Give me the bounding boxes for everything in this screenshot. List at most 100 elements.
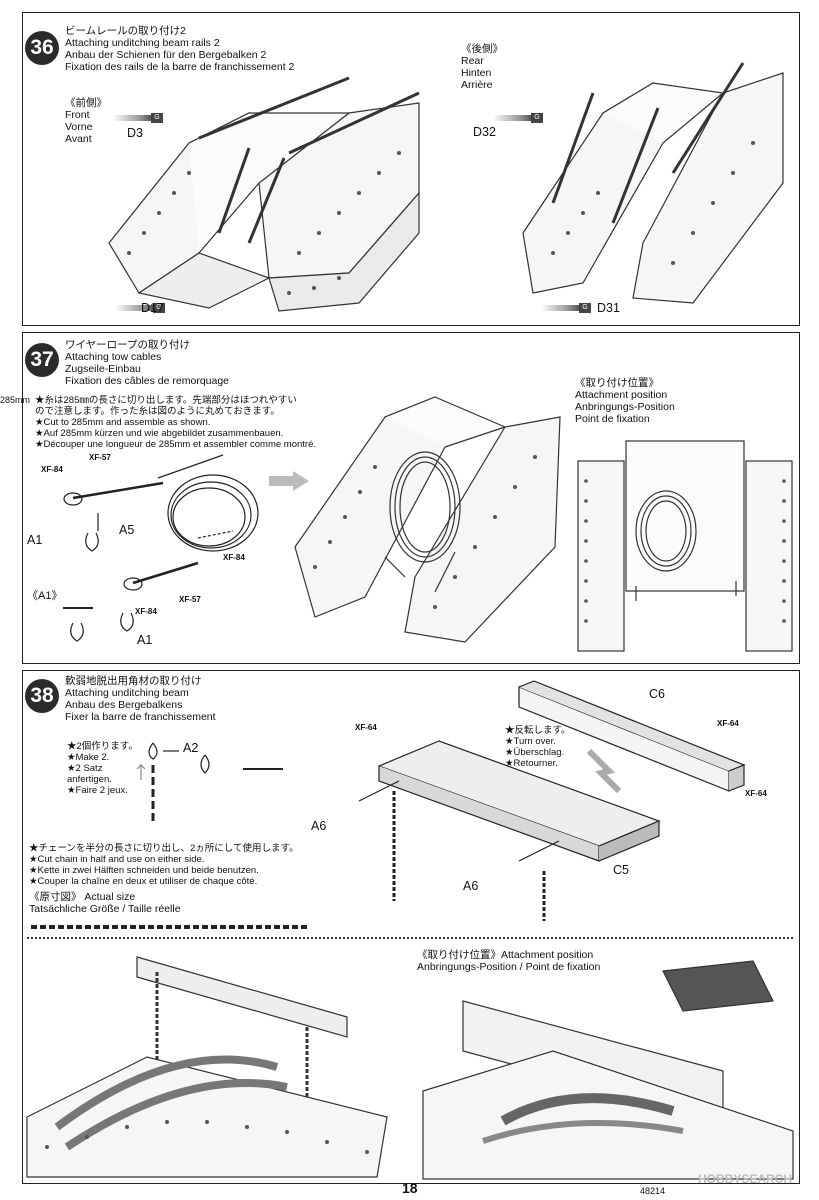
step-number-badge: 36 (25, 31, 59, 65)
part-label-a6-left: A6 (311, 819, 327, 833)
sprue-tag-d32: G (493, 113, 543, 123)
actual-size-label: 《原寸図》 Actual size Tatsächliche Größe / T… (29, 891, 181, 915)
detail-label-a1: 《A1》 (27, 590, 63, 602)
cut-chain-note: ★チェーンを半分の長さに切り出し、2ヵ所にして使用します。 ★Cut chain… (29, 843, 299, 887)
section-divider (27, 937, 793, 939)
step-title: 軟弱地脱出用角材の取り付け Attaching unditching beam … (65, 675, 216, 723)
paint-xf57-top: XF-57 (89, 453, 111, 462)
step-title: ビームレールの取り付け2 Attaching unditching beam r… (65, 25, 294, 73)
turn-en: ★Turn over. (505, 736, 556, 747)
front-label: 《前側》 Front Vorne Avant (65, 97, 107, 145)
attach-position-illustration (577, 440, 793, 652)
part-label-a1-bottom: A1 (137, 633, 153, 647)
paint-xf64-left: XF-64 (355, 723, 377, 732)
paint-xf84-bottom: XF-84 (135, 607, 157, 616)
part-label-a1-top: A1 (27, 533, 43, 547)
front-tank-illustration (108, 76, 420, 312)
tow-cable-subassembly (63, 454, 259, 642)
part-label-a5: A5 (119, 523, 135, 537)
chain-fr: ★Couper la chaîne en deux et utiliser de… (29, 876, 258, 887)
front-de: Vorne (65, 121, 93, 133)
rear-de: Hinten (461, 67, 492, 79)
part-label-d31: D31 (597, 301, 620, 315)
title-en: Attaching unditching beam (65, 687, 189, 699)
rear-fr: Arrière (461, 79, 493, 91)
paint-xf57-bottom: XF-57 (179, 595, 201, 604)
front-jp: 《前側》 (65, 97, 107, 109)
attach-de: Anbringungs-Position (575, 401, 675, 413)
attach-de-fr-38: Anbringungs-Position / Point de fixation (417, 961, 601, 973)
rear-en: Rear (461, 55, 484, 67)
page-number: 18 (402, 1180, 418, 1196)
paint-xf84-mid: XF-84 (223, 553, 245, 562)
step-number-badge: 37 (25, 343, 59, 377)
attach-fr: Point de fixation (575, 413, 650, 425)
title-jp: ワイヤーロープの取り付け (65, 339, 191, 351)
attach-jp: 《取り付け位置》 (575, 377, 659, 389)
step-37-panel: 37 ワイヤーロープの取り付け Attaching tow cables Zug… (22, 332, 800, 664)
attach-position-label: 《取り付け位置》 Attachment position Anbringungs… (575, 377, 675, 425)
chain-en: ★Cut chain in half and use on either sid… (29, 854, 205, 865)
length-marker: 285mm (0, 395, 31, 405)
note-jp-1: ★糸は285㎜の長さに切り出します。先端部分はほつれやすい (35, 395, 297, 406)
actual-en: Actual size (84, 891, 136, 903)
rear-label: 《後側》 Rear Hinten Arrière (461, 43, 503, 91)
tank-beam-mounted-illustration (26, 956, 388, 1178)
front-fr: Avant (65, 133, 92, 145)
title-de: Anbau des Bergebalkens (65, 699, 183, 711)
paint-xf84-top: XF-84 (41, 465, 63, 474)
part-label-a2: A2 (183, 741, 199, 755)
title-fr: Fixer la barre de franchissement (65, 711, 216, 723)
cut-notes: ★糸は285㎜の長さに切り出します。先端部分はほつれやすい ので注意します。作っ… (35, 395, 316, 450)
turn-de: ★Überschlag. (505, 747, 565, 758)
rear-tank-illustration (522, 62, 784, 304)
direction-arrow (269, 471, 309, 491)
sprue-tag-d31: G (541, 303, 591, 313)
beam-assembly-illustration (358, 680, 746, 921)
step-title: ワイヤーロープの取り付け Attaching tow cables Zugsei… (65, 339, 229, 387)
title-jp: ビームレールの取り付け2 (65, 25, 187, 37)
step-38-panel: 38 軟弱地脱出用角材の取り付け Attaching unditching be… (22, 670, 800, 1184)
make2-fr: ★Faire 2 jeux. (67, 785, 128, 796)
attach-jp-38: 《取り付け位置》 (417, 949, 501, 961)
attach-position-label-38: 《取り付け位置》Attachment position Anbringungs-… (417, 949, 600, 973)
make2-jp: ★2個作ります。 (67, 741, 138, 752)
paint-xf64-right-bottom: XF-64 (745, 789, 767, 798)
step-number-badge: 38 (25, 679, 59, 713)
attach-en-38: Attachment position (501, 949, 594, 961)
tank-with-cable-illustration (294, 396, 561, 643)
product-code: 48214 (640, 1186, 666, 1196)
make2-en: ★Make 2. (67, 752, 110, 763)
turn-fr: ★Retourner. (505, 758, 558, 769)
part-label-c6: C6 (649, 687, 665, 701)
part-label-d3: D3 (127, 126, 143, 140)
title-en: Attaching tow cables (65, 351, 162, 363)
part-label-d17: D17 (141, 301, 164, 315)
part-label-c5: C5 (613, 863, 629, 877)
note-fr: ★Découper une longueur de 285mm et assem… (35, 439, 316, 450)
part-label-d32: D32 (473, 125, 496, 139)
actual-size-chain (31, 925, 307, 929)
note-jp-2: ので注意します。作った糸は図のように丸めておきます。 (35, 406, 280, 417)
note-en: ★Cut to 285mm and assemble as shown. (35, 417, 211, 428)
note-de: ★Auf 285mm kürzen und wie abgebildet zus… (35, 428, 284, 439)
title-de: Zugseile-Einbau (65, 363, 141, 375)
rear-jp: 《後側》 (461, 43, 503, 55)
actual-de-fr: Tatsächliche Größe / Taille réelle (29, 903, 181, 915)
sprue-tag-d17: G (115, 303, 165, 313)
part-label-a6-right: A6 (463, 879, 479, 893)
make2-de-1: ★2 Satz (67, 763, 103, 774)
step-36-panel: 36 ビームレールの取り付け2 Attaching unditching bea… (22, 12, 800, 326)
attach-position-illustration-38 (422, 960, 794, 1180)
attach-en: Attachment position (575, 389, 668, 401)
title-en: Attaching unditching beam rails 2 (65, 37, 220, 49)
title-jp: 軟弱地脱出用角材の取り付け (65, 675, 202, 687)
actual-jp: 《原寸図》 (29, 891, 82, 903)
sprue-tag-d3: G (113, 113, 163, 123)
title-de: Anbau der Schienen für den Bergebalken 2 (65, 49, 267, 61)
turn-jp: ★反転します。 (505, 725, 571, 736)
make-two-note: ★2個作ります。 ★Make 2. ★2 Satz anfertigen. ★F… (67, 741, 138, 796)
shackle-chain-subassembly (136, 742, 283, 821)
front-en: Front (65, 109, 90, 121)
title-fr: Fixation des rails de la barre de franch… (65, 61, 295, 73)
